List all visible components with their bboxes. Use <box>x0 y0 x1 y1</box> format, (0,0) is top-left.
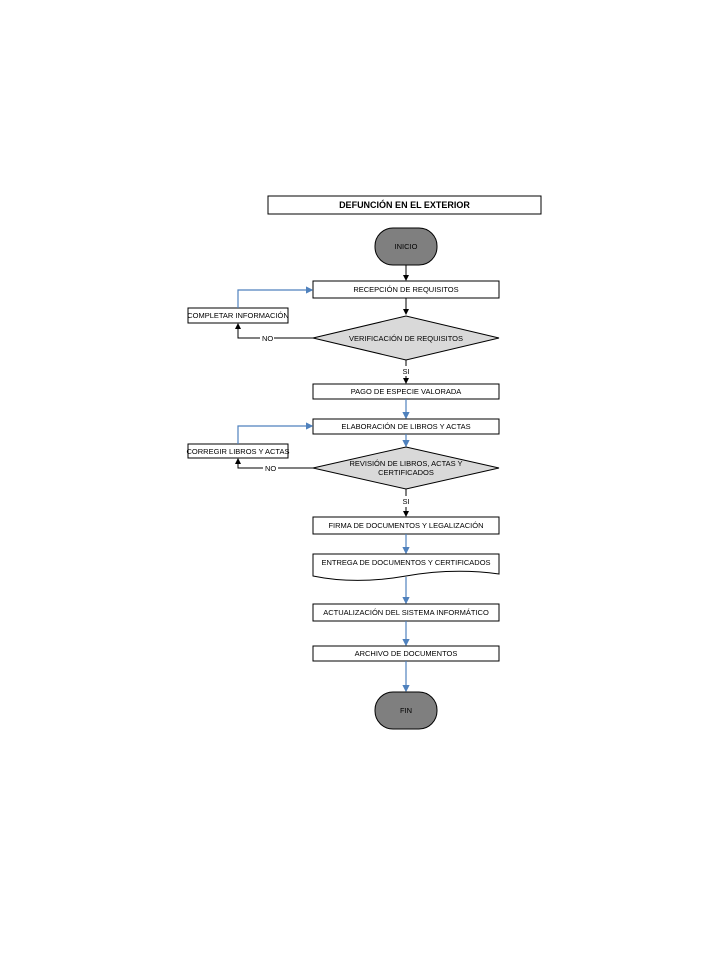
step-recepcion-label: RECEPCIÓN DE REQUISITOS <box>353 285 458 294</box>
edge-label-no-1: NO <box>262 334 273 343</box>
title-box: DEFUNCIÓN EN EL EXTERIOR <box>267 195 542 215</box>
step-pago: PAGO DE ESPECIE VALORADA <box>312 383 500 400</box>
start-label: INICIO <box>395 242 418 251</box>
edge-label-si-1: SI <box>402 367 409 376</box>
decision-revision-label-1: REVISIÓN DE LIBROS, ACTAS Y <box>349 459 462 468</box>
step-elaboracion: ELABORACIÓN DE LIBROS Y ACTAS <box>312 418 500 435</box>
end-label: FIN <box>400 706 412 715</box>
step-actualizacion: ACTUALIZACIÓN DEL SISTEMA INFORMÁTICO <box>312 603 500 622</box>
step-entrega-label: ENTREGA DE DOCUMENTOS Y CERTIFICADOS <box>321 558 490 567</box>
step-corregir: CORREGIR LIBROS Y ACTAS <box>187 443 290 459</box>
step-firma-label: FIRMA DE DOCUMENTOS Y LEGALIZACIÓN <box>328 521 483 530</box>
step-recepcion: RECEPCIÓN DE REQUISITOS <box>312 280 500 299</box>
step-entrega: ENTREGA DE DOCUMENTOS Y CERTIFICADOS <box>312 553 500 581</box>
step-elaboracion-label: ELABORACIÓN DE LIBROS Y ACTAS <box>341 422 470 431</box>
edge-label-si-2: SI <box>402 497 409 506</box>
decision-verificacion: VERIFICACIÓN DE REQUISITOS <box>312 315 500 361</box>
step-firma: FIRMA DE DOCUMENTOS Y LEGALIZACIÓN <box>312 516 500 535</box>
diagram-title: DEFUNCIÓN EN EL EXTERIOR <box>339 199 470 210</box>
edge-completar-recepcion <box>237 286 314 308</box>
decision-verificacion-label: VERIFICACIÓN DE REQUISITOS <box>349 334 463 343</box>
start-terminal: INICIO <box>374 227 438 266</box>
step-pago-label: PAGO DE ESPECIE VALORADA <box>351 387 462 396</box>
step-completar: COMPLETAR INFORMACIÓN <box>187 307 289 324</box>
end-terminal: FIN <box>374 691 438 730</box>
edge-corregir-elaboracion <box>237 422 314 444</box>
step-archivo-label: ARCHIVO DE DOCUMENTOS <box>355 649 458 658</box>
step-actualizacion-label: ACTUALIZACIÓN DEL SISTEMA INFORMÁTICO <box>323 608 489 617</box>
step-corregir-label: CORREGIR LIBROS Y ACTAS <box>187 447 290 456</box>
decision-revision-label-2: CERTIFICADOS <box>378 468 434 477</box>
edge-no1-b <box>235 323 260 339</box>
decision-revision: REVISIÓN DE LIBROS, ACTAS Y CERTIFICADOS <box>312 446 500 490</box>
edge-no2-b <box>235 458 263 469</box>
edge-label-no-2: NO <box>265 464 276 473</box>
step-completar-label: COMPLETAR INFORMACIÓN <box>187 311 289 320</box>
step-archivo: ARCHIVO DE DOCUMENTOS <box>312 645 500 662</box>
